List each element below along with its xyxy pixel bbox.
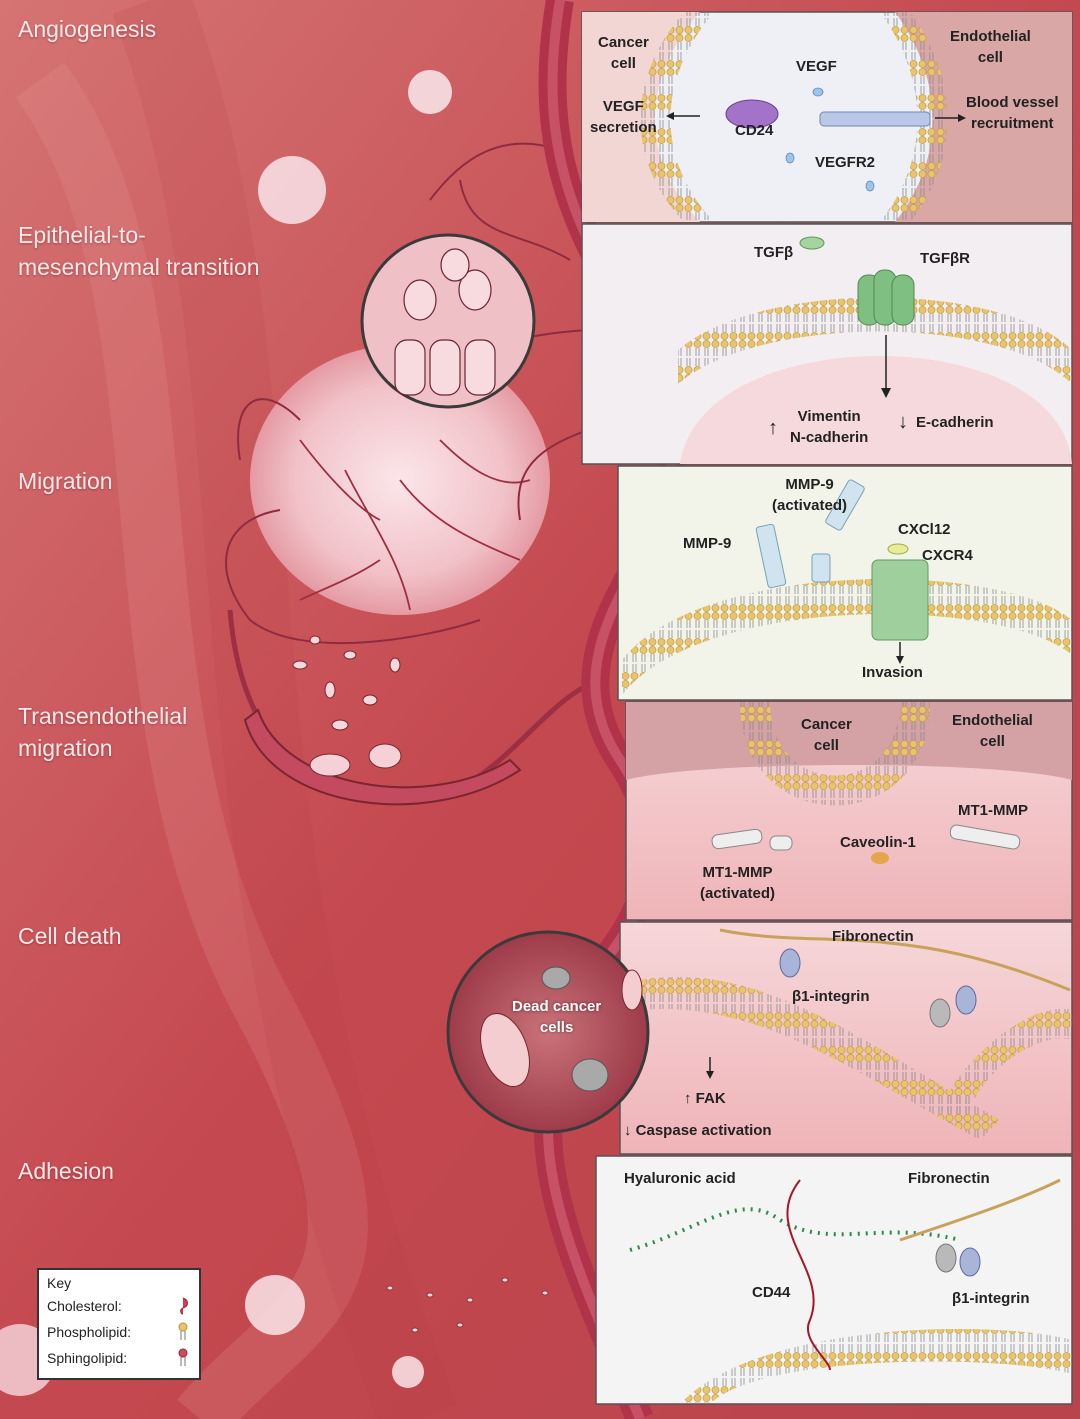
label-ecadherin: E-cadherin [916,414,994,431]
label-vegfr2: VEGFR2 [815,154,876,171]
label-line: (activated) [700,885,776,902]
stage-label-line: Adhesion [18,1158,114,1184]
stage-label-line: Epithelial-to- [18,222,146,248]
stage-label-migration: Migration [18,465,113,497]
cd24-protein [725,99,779,129]
label-fibronectin: Fibronectin [832,928,914,945]
label-line: cell [977,49,1003,66]
label-cd24: CD24 [735,122,774,139]
label-tgfb: TGFβ [754,244,794,261]
label-caveolin-1: Caveolin-1 [840,834,916,851]
panel-emt [581,223,1073,465]
panel-angiogenesis [581,11,1073,223]
stage-label-line: Migration [18,468,113,494]
key-label: Phospholipid: [47,1324,132,1340]
phospholipid-icon [178,1322,188,1340]
stage-label-line: Transendothelial [18,703,188,729]
label-line: cell [610,55,636,72]
stage-label-line: mesenchymal transition [18,254,260,280]
stage-label-angiogenesis: Angiogenesis [18,13,156,45]
label-line: Blood vessel [966,94,1059,111]
label-cxcl12: CXCl12 [898,521,951,538]
label-hyaluronic-acid: Hyaluronic acid [624,1170,736,1187]
label-fibronectin-2: Fibronectin [908,1170,990,1187]
label-line: Vimentin [797,408,861,425]
label-line: MT1-MMP [702,864,773,881]
label-b1-integrin-2: β1-integrin [952,1290,1030,1307]
up-arrow: ↑ [768,417,778,439]
key-row-phospholipid: Phospholipid: [47,1319,191,1345]
panel-cell-death [619,921,1073,1155]
stage-label-transendothelial: Transendothelial migration [18,700,187,764]
label-line: Endothelial [952,712,1033,729]
label-tgfbr: TGFβR [920,250,970,267]
label-line: Dead cancer [512,998,602,1015]
label-cancer-cell-2: Cancer cell [801,714,852,756]
label-line: VEGF [602,98,644,115]
label-line: recruitment [971,115,1054,132]
label-caspase-activation: ↓ Caspase activation [624,1122,772,1139]
label-mmp9-activated: MMP-9 (activated) [772,474,847,516]
label-invasion: Invasion [862,664,923,681]
label-endothelial-cell-2: Endothelial cell [952,710,1033,752]
label-fak: ↑ FAK [684,1090,726,1107]
panel-transendothelial [625,701,1073,921]
stage-label-line: Cell death [18,923,122,949]
stage-label-line: migration [18,735,113,761]
stage-label-emt: Epithelial-to- mesenchymal transition [18,219,260,283]
key-row-sphingolipid: Sphingolipid: [47,1345,191,1371]
key-title: Key [47,1275,72,1291]
label-mt1-mmp: MT1-MMP [958,802,1028,819]
label-vegf: VEGF [796,58,837,75]
label-line: N-cadherin [790,429,869,446]
label-line: cell [813,737,839,754]
label-cancer-cell: Cancer cell [598,32,649,74]
label-cxcr4: CXCR4 [922,547,973,564]
key-row-cholesterol: Cholesterol: [47,1293,191,1319]
label-cd44: CD44 [752,1284,791,1301]
panel-adhesion [595,1155,1073,1405]
label-line: cells [539,1019,574,1036]
cholesterol-icon [180,1297,188,1315]
label-line: Cancer [598,34,649,51]
key-label: Sphingolipid: [47,1350,128,1366]
label-line: secretion [590,119,657,136]
label-mt1-mmp-activated: MT1-MMP (activated) [700,862,775,904]
panel-migration [617,465,1073,701]
label-line: MMP-9 [785,476,834,493]
sphingolipid-icon [178,1348,188,1366]
down-arrow: ↓ [898,411,908,433]
label-mmp9: MMP-9 [683,535,732,552]
label-blood-vessel-recruitment: Blood vessel recruitment [966,92,1059,134]
label-vegf-secretion: VEGF secretion [590,96,657,138]
label-line: (activated) [772,497,848,514]
label-line: cell [979,733,1005,750]
label-line: Endothelial [950,28,1031,45]
stage-label-adhesion: Adhesion [18,1155,114,1187]
vessel-cross-section [243,708,522,806]
stage-label-cell-death: Cell death [18,920,122,952]
label-dead-cancer-cells: Dead cancer cells [512,996,601,1038]
stage-label-line: Angiogenesis [18,16,157,42]
label-line: Cancer [801,716,852,733]
key-label: Cholesterol: [47,1298,122,1314]
label-endothelial-cell: Endothelial cell [950,26,1031,68]
label-b1-integrin: β1-integrin [792,988,870,1005]
key-legend: Key Cholesterol: Phospholipid: Sphingoli… [37,1268,201,1380]
